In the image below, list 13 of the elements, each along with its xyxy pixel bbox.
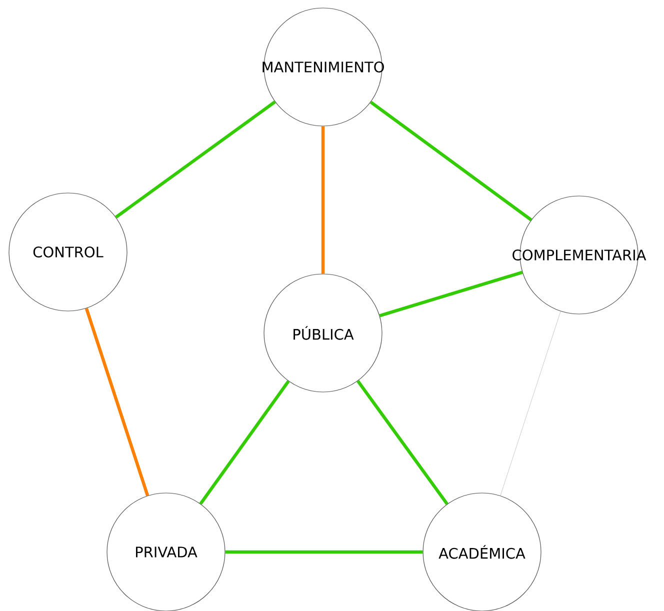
circle-node: COMPLEMENTARIA [512,196,646,314]
connector-line [199,380,290,505]
connector-line [370,100,532,222]
connector-line [84,308,150,496]
connector-line [321,126,325,274]
connector-line [379,270,523,318]
connector-line [115,100,276,218]
connector-line [356,380,448,505]
circle-node: MANTENIMIENTO [262,8,384,126]
circle-node: PÚBLICA [264,274,382,392]
connector-line [225,550,423,554]
connector-line [500,311,561,496]
circle-node: CONTROL [8,192,128,312]
